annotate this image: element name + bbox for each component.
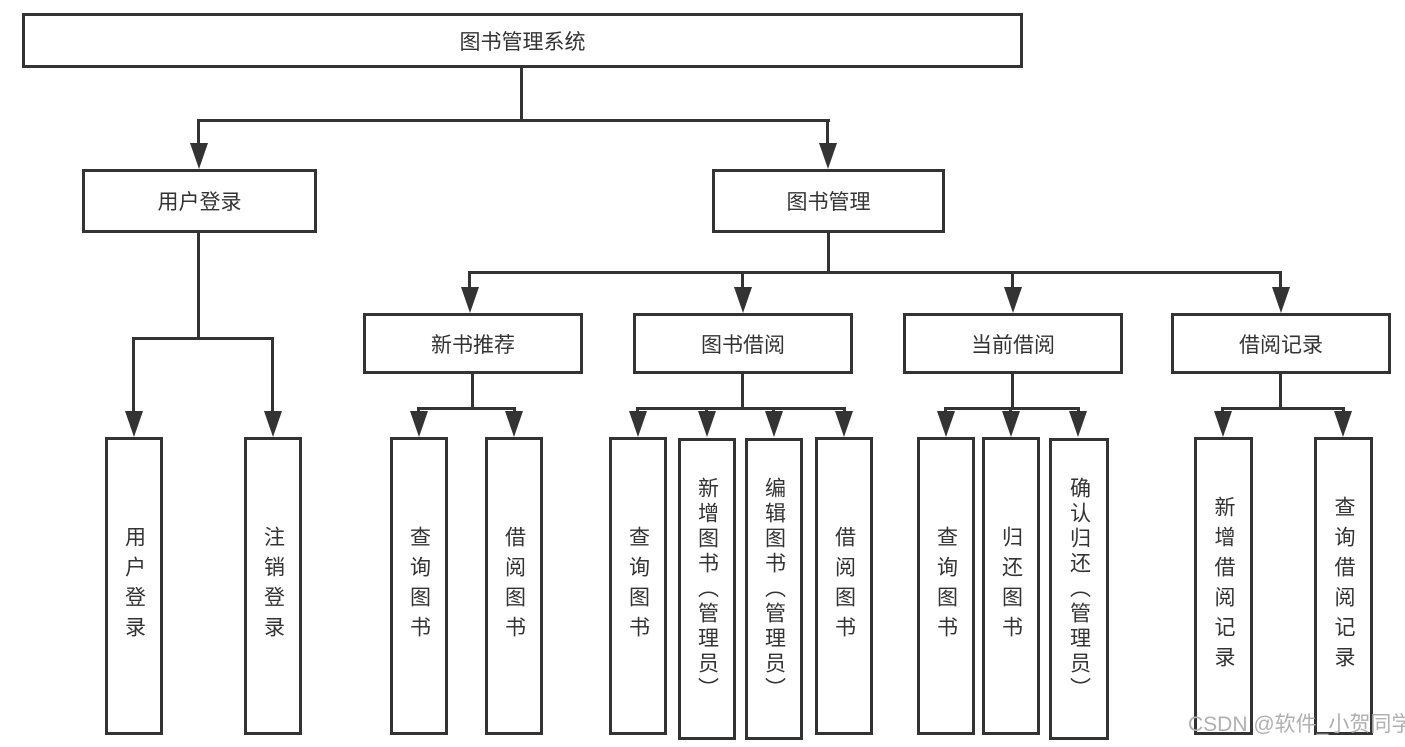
leaf-query-books-recommend-label: 查询图书 — [407, 526, 431, 646]
node-current-borrow: 当前借阅 — [903, 313, 1123, 374]
leaf-add-books-admin: 新增图书（管理员） — [678, 438, 736, 740]
connector-user-stem — [197, 233, 200, 340]
node-library-system-label: 图书管理系统 — [459, 30, 586, 54]
node-book-borrow-label: 图书借阅 — [701, 333, 785, 357]
leaf-query-books-borrow-label: 查询图书 — [626, 526, 650, 646]
connector-user-leaf2-drop — [271, 337, 274, 413]
node-user-login-label: 用户登录 — [157, 191, 242, 214]
arrow-g2-leaf2 — [698, 411, 716, 437]
connector-user-drop — [197, 119, 200, 147]
connector-g1-drop — [468, 271, 471, 287]
leaf-add-books-admin-label: 新增图书（管理员） — [695, 476, 719, 702]
leaf-borrow-books-recommend-label: 借阅图书 — [502, 526, 526, 646]
arrow-g2-leaf1 — [629, 411, 647, 437]
connector-root-trunk — [520, 68, 523, 119]
leaf-return-books: 归还图书 — [982, 437, 1040, 735]
leaf-logout-label: 注销登录 — [261, 526, 285, 646]
arrow-g3-leaf1 — [937, 411, 955, 437]
arrow-g3-leaf2 — [1002, 411, 1020, 437]
leaf-edit-books-admin: 编辑图书（管理员） — [745, 438, 803, 740]
node-borrow-records: 借阅记录 — [1171, 313, 1391, 374]
leaf-borrow-books-borrow: 借阅图书 — [815, 437, 873, 735]
node-book-management-label: 图书管理 — [786, 191, 871, 214]
connector-g2-horizontal — [636, 407, 846, 410]
node-book-borrow: 图书借阅 — [633, 313, 853, 374]
csdn-watermark: CSDN @软件_小贺同学 — [1188, 713, 1405, 736]
connector-g1-stem — [471, 374, 474, 410]
arrow-g2-leaf4 — [835, 411, 853, 437]
connector-g3-drop — [1011, 271, 1014, 287]
node-borrow-records-label: 借阅记录 — [1239, 333, 1323, 357]
connector-g2-drop — [741, 271, 744, 287]
connector-g4-stem — [1279, 374, 1282, 410]
leaf-add-borrow-record-label: 新增借阅记录 — [1212, 496, 1235, 676]
leaf-query-books-current: 查询图书 — [917, 437, 975, 735]
arrow-to-book-mgmt — [819, 143, 837, 169]
node-current-borrow-label: 当前借阅 — [971, 333, 1055, 357]
leaf-query-borrow-record-label: 查询借阅记录 — [1332, 496, 1355, 676]
arrow-to-current-borrow — [1004, 287, 1022, 313]
leaf-return-books-label: 归还图书 — [999, 526, 1023, 646]
arrow-to-user-login — [190, 143, 208, 169]
node-book-management: 图书管理 — [712, 169, 945, 233]
leaf-confirm-return-admin: 确认归还（管理员） — [1049, 438, 1109, 740]
connector-mgmt-drop — [826, 119, 829, 147]
leaf-query-books-recommend: 查询图书 — [390, 437, 448, 735]
leaf-borrow-books-borrow-label: 借阅图书 — [832, 526, 856, 646]
arrow-to-borrow-records — [1272, 287, 1290, 313]
connector-user-leaf1-drop — [132, 337, 135, 413]
connector-g2-stem — [741, 374, 744, 410]
connector-g3-horizontal — [944, 407, 1080, 410]
leaf-query-borrow-record: 查询借阅记录 — [1314, 437, 1373, 735]
arrow-g1-leaf2 — [505, 411, 523, 437]
connector-level3-horizontal — [468, 271, 1282, 274]
leaf-confirm-return-admin-label: 确认归还（管理员） — [1067, 476, 1091, 702]
leaf-query-books-current-label: 查询图书 — [934, 526, 958, 646]
connector-g3-stem — [1011, 374, 1014, 410]
node-user-login: 用户登录 — [82, 169, 317, 233]
leaf-logout: 注销登录 — [244, 437, 302, 735]
arrow-g4-leaf2 — [1334, 411, 1352, 437]
arrow-g3-leaf3 — [1069, 411, 1087, 437]
leaf-query-books-borrow: 查询图书 — [609, 437, 667, 735]
arrow-g2-leaf3 — [765, 411, 783, 437]
connector-user-horizontal — [132, 337, 274, 340]
connector-g4-horizontal — [1221, 407, 1345, 410]
leaf-user-login: 用户登录 — [105, 437, 163, 735]
arrow-to-book-borrow — [734, 287, 752, 313]
arrow-g1-leaf1 — [410, 411, 428, 437]
leaf-user-login-label: 用户登录 — [122, 526, 146, 646]
connector-g4-drop — [1279, 271, 1282, 287]
arrow-g4-leaf1 — [1214, 411, 1232, 437]
connector-g1-horizontal — [417, 407, 516, 410]
connector-level1-horizontal — [197, 119, 830, 122]
node-new-book-recommend: 新书推荐 — [363, 313, 583, 374]
connector-mgmt-stem — [827, 233, 830, 274]
node-library-system: 图书管理系统 — [22, 13, 1023, 68]
arrow-to-leaf-user-login — [125, 411, 143, 437]
leaf-add-borrow-record: 新增借阅记录 — [1194, 437, 1253, 735]
arrow-to-new-book-recommend — [461, 287, 479, 313]
leaf-borrow-books-recommend: 借阅图书 — [485, 437, 543, 735]
leaf-edit-books-admin-label: 编辑图书（管理员） — [762, 476, 786, 702]
arrow-to-leaf-logout — [264, 411, 282, 437]
node-new-book-recommend-label: 新书推荐 — [431, 333, 515, 357]
